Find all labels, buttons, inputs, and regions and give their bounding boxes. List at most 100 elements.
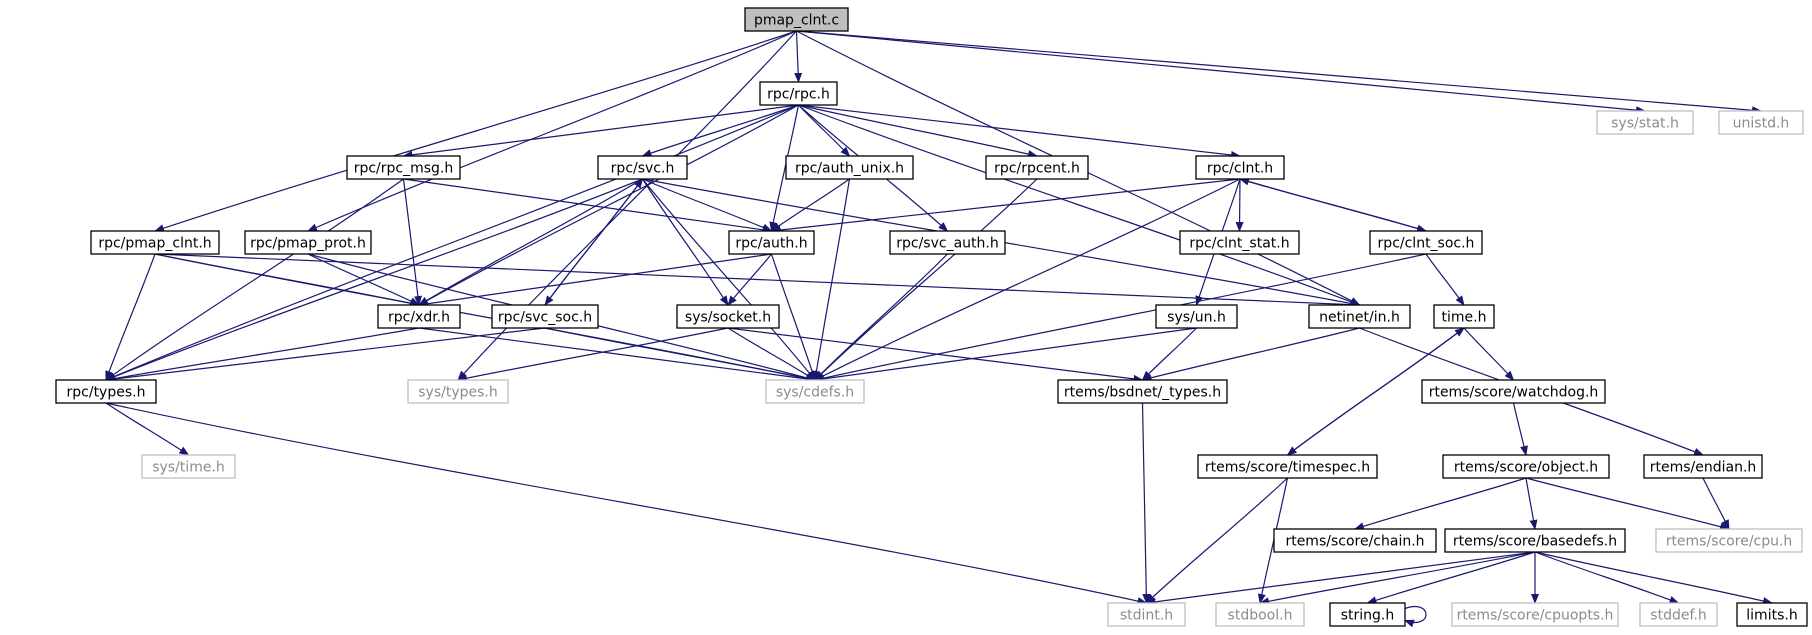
node-rtems-score-chain-h[interactable]: rtems/score/chain.h (1273, 528, 1437, 553)
node-box (765, 379, 865, 404)
edge-rpc_rpc_h-to-rpc_auth_h (769, 104, 800, 232)
node-box (1197, 454, 1378, 479)
edge-rtems_score_basedefs_h-to-stdint_h (1145, 551, 1536, 606)
node-time-h[interactable]: time.h (1433, 304, 1495, 329)
node-box (1639, 602, 1718, 627)
node-label: rpc/auth_unix.h (795, 161, 904, 177)
node-pmap-clnt-c[interactable]: pmap_clnt.c (744, 7, 849, 32)
edge-rpc_auth_h-to-sys_cdefs_h (770, 253, 817, 381)
node-rtems-endian-h[interactable]: rtems/endian.h (1643, 454, 1763, 479)
edge-rpc_auth_unix_h-to-sys_cdefs_h (812, 178, 851, 381)
edge-rpc_svc_h-to-rpc_types_h (105, 178, 643, 381)
edge-rpc_clnt_soc_h-to-sys_cdefs_h (814, 253, 1427, 382)
node-box (1308, 304, 1411, 329)
node-rtems-score-object-h[interactable]: rtems/score/object.h (1442, 454, 1610, 479)
node-box (1329, 602, 1406, 627)
edge-sys_un_h-to-sys_cdefs_h (814, 327, 1197, 383)
node-rpc-types-h[interactable]: rpc/types.h (55, 379, 157, 404)
node-sys-un-h[interactable]: sys/un.h (1155, 304, 1238, 329)
node-label: rpc/pmap_clnt.h (98, 236, 211, 252)
node-box (889, 230, 1006, 255)
node-box (676, 304, 780, 329)
node-rpc-rpcent-h[interactable]: rpc/rpcent.h (985, 155, 1089, 180)
edge-rpc_clnt_soc_h-to-rpc_clnt_h (1239, 177, 1427, 232)
node-rpc-pmap-clnt-h[interactable]: rpc/pmap_clnt.h (90, 230, 220, 255)
edge-rtems_score_watchdog_h-to-rtems_score_object_h (1512, 402, 1528, 456)
edge-rpc_auth_h-to-rpc_xdr_h (418, 253, 772, 308)
edge-rpc_rpc_msg_h-to-rpc_types_h (105, 178, 404, 381)
node-rpc-clnt-h[interactable]: rpc/clnt.h (1195, 155, 1285, 180)
node-box (1057, 379, 1228, 404)
node-rtems-score-basedefs-h[interactable]: rtems/score/basedefs.h (1444, 528, 1626, 553)
node-box (1643, 454, 1763, 479)
edge-rpc_xdr_h-to-sys_cdefs_h (418, 327, 816, 383)
node-rpc-svc-h[interactable]: rpc/svc.h (597, 155, 688, 180)
node-rtems-score-timespec-h[interactable]: rtems/score/timespec.h (1197, 454, 1378, 479)
edge-rpc_auth_h-to-sys_socket_h (727, 253, 772, 306)
node-label: rtems/score/chain.h (1285, 534, 1424, 550)
node-rpc-auth-unix-h[interactable]: rpc/auth_unix.h (785, 155, 914, 180)
node-box (1273, 528, 1437, 553)
node-label: rtems/score/object.h (1454, 460, 1598, 476)
node-box (1195, 155, 1285, 180)
node-label: sys/socket.h (685, 310, 771, 326)
node-label: rtems/endian.h (1650, 460, 1757, 476)
node-limits-h[interactable]: limits.h (1736, 602, 1808, 627)
edge-sys_un_h-to-rtems_bsdnet_types_h (1141, 327, 1197, 381)
node-rpc-clnt-soc-h[interactable]: rpc/clnt_soc.h (1369, 230, 1483, 255)
node-rpc-xdr-h[interactable]: rpc/xdr.h (377, 304, 461, 329)
node-rpc-pmap-prot-h[interactable]: rpc/pmap_prot.h (244, 230, 372, 255)
node-box (985, 155, 1089, 180)
node-rtems-score-watchdog-h[interactable]: rtems/score/watchdog.h (1421, 379, 1606, 404)
node-box (759, 81, 838, 106)
edge-rpc_svc_soc_h-to-sys_cdefs_h (544, 327, 816, 383)
node-box (597, 155, 688, 180)
node-box (728, 230, 815, 255)
node-label: time.h (1442, 310, 1487, 326)
node-label: unistd.h (1733, 116, 1790, 132)
node-unistd-h: unistd.h (1718, 110, 1804, 135)
node-box (1433, 304, 1495, 329)
edge-rtems_score_basedefs_h-to-string_h (1366, 551, 1536, 605)
node-rpc-auth-h[interactable]: rpc/auth.h (728, 230, 815, 255)
edge-rpc_rpc_h-to-rpc_rpc_msg_h (402, 104, 799, 159)
node-stdbool-h: stdbool.h (1215, 602, 1305, 627)
node-rpc-svc-soc-h[interactable]: rpc/svc_soc.h (491, 304, 599, 329)
node-label: sys/types.h (418, 385, 497, 401)
edge-rpc_svc_h-to-rpc_auth_h (642, 178, 773, 232)
edge-pmap_clnt_c-to-sys_types_h (457, 30, 797, 381)
edge-rtems_endian_h-to-rtems_score_cpu_h (1702, 477, 1730, 530)
node-netinet-in-h[interactable]: netinet/in.h (1308, 304, 1411, 329)
node-label: sys/time.h (152, 460, 225, 476)
node-label: sys/stat.h (1611, 116, 1679, 132)
node-rpc-clnt-stat-h[interactable]: rpc/clnt_stat.h (1179, 230, 1300, 255)
node-box (491, 304, 599, 329)
node-label: sys/cdefs.h (776, 385, 854, 401)
node-rpc-rpc-msg-h[interactable]: rpc/rpc_msg.h (346, 155, 461, 180)
node-sys-socket-h[interactable]: sys/socket.h (676, 304, 780, 329)
node-box (1107, 602, 1186, 627)
edge-time_h-to-rtems_score_watchdog_h (1463, 327, 1515, 381)
node-rpc-rpc-h[interactable]: rpc/rpc.h (759, 81, 838, 106)
node-label: rpc/pmap_prot.h (250, 236, 366, 252)
node-label: rpc/types.h (67, 385, 146, 401)
edge-rpc_types_h-to-stdint_h (105, 402, 1148, 605)
node-label: rpc/clnt.h (1207, 161, 1273, 177)
node-label: pmap_clnt.c (754, 13, 839, 29)
edge-rpc_svc_h-to-rpc_xdr_h (418, 178, 643, 306)
node-box (1655, 528, 1803, 553)
node-string-h[interactable]: string.h (1329, 602, 1406, 627)
edge-rpc_rpc_h-to-rpc_svc_h (641, 104, 799, 157)
edge-rpc_rpc_msg_h-to-rpc_xdr_h (402, 178, 422, 306)
edge-rtems_bsdnet_types_h-to-stdint_h (1141, 402, 1151, 604)
node-box (1451, 602, 1619, 627)
node-rpc-svc-auth-h[interactable]: rpc/svc_auth.h (889, 230, 1006, 255)
node-box (1444, 528, 1626, 553)
node-box (1718, 110, 1804, 135)
node-rtems-bsdnet-types-h[interactable]: rtems/bsdnet/_types.h (1057, 379, 1228, 404)
edge-rpc_clnt_soc_h-to-time_h (1425, 253, 1465, 306)
edge-rpc_auth_unix_h-to-rpc_auth_h (770, 178, 850, 232)
node-box (1442, 454, 1610, 479)
node-label: rpc/rpcent.h (994, 161, 1080, 177)
edge-rtems_score_object_h-to-rtems_score_basedefs_h (1525, 477, 1538, 530)
